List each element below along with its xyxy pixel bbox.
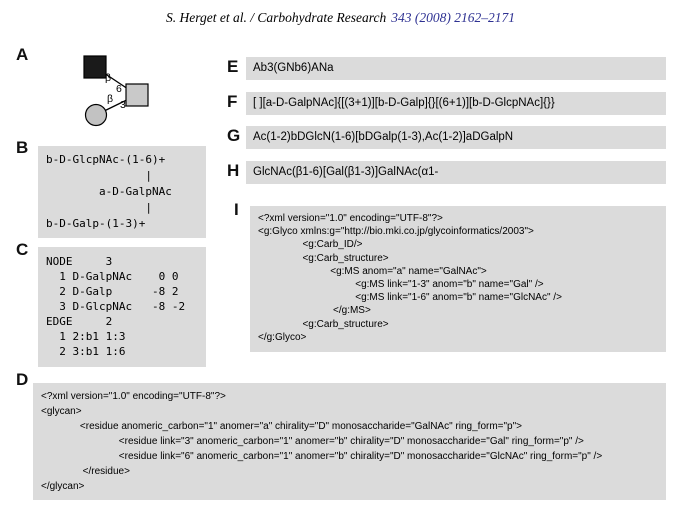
volume-pages-citation: 343 (2008) 2162–2171	[391, 10, 515, 25]
running-head: S. Herget et al. / Carbohydrate Research…	[0, 10, 681, 26]
panel-label-h: H	[227, 161, 240, 180]
panel-b-iupac-extended-notation: b-D-GlcpNAc-(1-6)+ | a-D-GalpNAc | b-D-G…	[38, 146, 206, 238]
position-label-6: 6	[116, 83, 122, 95]
panel-label-f: F	[227, 92, 238, 111]
panel-label-i: I	[234, 200, 239, 219]
anomer-label-beta-top: β	[105, 72, 111, 84]
anomer-label-beta-bottom: β	[107, 93, 113, 105]
journal-reference: S. Herget et al. / Carbohydrate Research	[166, 10, 387, 25]
position-label-3: 3	[120, 99, 126, 111]
panel-h-iupac-condensed-notation: GlcNAc(β1-6)[Gal(β1-3)]GalNAc(α1-	[246, 161, 666, 184]
panel-d-xml-notation: <?xml version="1.0" encoding="UTF-8"?> <…	[33, 383, 666, 500]
panel-label-e: E	[227, 57, 239, 76]
panel-e-linearcode-notation: Ab3(GNb6)ANa	[246, 57, 666, 80]
gal-gray-circle-icon	[84, 103, 108, 127]
panel-f-linucs-notation: [ ][a-D-GalpNAc]{[(3+1)][b-D-Galp]{}[(6+…	[246, 92, 666, 115]
galnac-gray-square-icon	[125, 83, 149, 107]
panel-label-a: A	[16, 45, 29, 64]
panel-c-node-edge-notation: NODE 3 1 D-GalpNAc 0 0 2 D-Galp -8 2 3 D…	[38, 247, 206, 367]
panel-label-c: C	[16, 240, 29, 259]
panel-label-g: G	[227, 126, 241, 145]
glcnac-filled-square-icon	[83, 55, 107, 79]
panel-label-b: B	[16, 138, 29, 157]
panel-g-csdb-notation: Ac(1-2)bDGlcN(1-6)[bDGalp(1-3),Ac(1-2)]a…	[246, 126, 666, 149]
panel-i-glyco-xml-notation: <?xml version="1.0" encoding="UTF-8"?> <…	[250, 206, 666, 352]
glycan-diagram: β 6 β 3	[83, 55, 149, 127]
panel-label-d: D	[16, 370, 29, 389]
